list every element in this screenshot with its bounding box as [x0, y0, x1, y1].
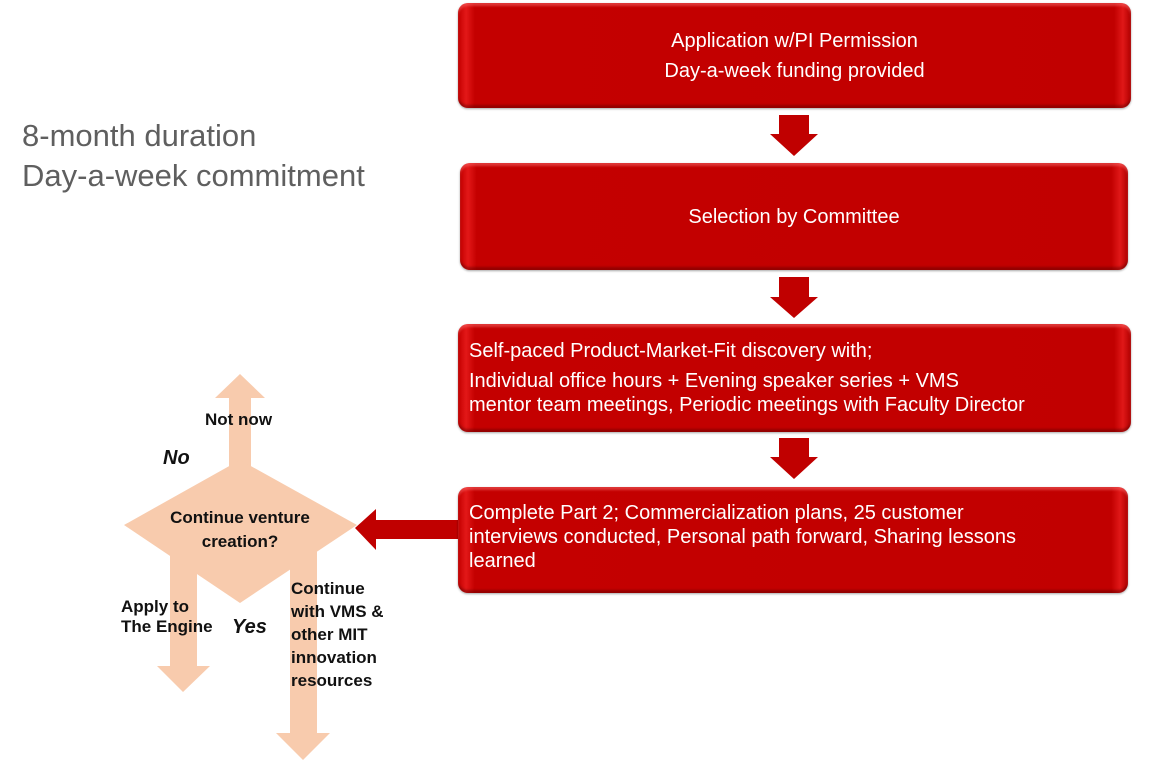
- apply-engine-line-2: The Engine: [121, 617, 213, 636]
- not-now-label: Not now: [205, 410, 273, 429]
- step-complete-part-2: Complete Part 2; Commercialization plans…: [458, 487, 1128, 593]
- decision-question: Continue venture creation?: [140, 506, 340, 554]
- continue-vms-arrow-down: [276, 540, 330, 760]
- commitment-text: Day-a-week commitment: [22, 158, 365, 193]
- continue-vms-line-4: innovation: [291, 648, 377, 667]
- step-complete-line-2: interviews conducted, Personal path forw…: [469, 526, 1016, 548]
- step-discovery: Self-paced Product-Market-Fit discovery …: [458, 324, 1131, 432]
- step-application-line-2: Day-a-week funding provided: [664, 59, 925, 82]
- apply-engine-line-1: Apply to: [121, 597, 189, 616]
- duration-text: 8-month duration: [22, 118, 257, 153]
- apply-engine-label: Apply to The Engine: [121, 597, 213, 637]
- step-discovery-line-2: Individual office hours + Evening speake…: [469, 370, 959, 392]
- step-discovery-line-3: mentor team meetings, Periodic meetings …: [469, 394, 1025, 416]
- flow-arrow-down-2: [770, 277, 818, 318]
- step-discovery-line-1: Self-paced Product-Market-Fit discovery …: [469, 340, 873, 362]
- continue-vms-line-2: with VMS &: [291, 602, 384, 621]
- yes-label: Yes: [232, 616, 267, 638]
- flow-arrow-left: [355, 509, 458, 550]
- not-now-arrow-up: [215, 374, 265, 470]
- decision-question-line-1: Continue venture: [170, 508, 310, 527]
- continue-vms-line-5: resources: [291, 671, 373, 690]
- continue-vms-line-1: Continue: [291, 579, 365, 598]
- program-summary: 8-month duration Day-a-week commitment: [22, 116, 365, 196]
- continue-vms-label: Continue with VMS & other MIT innovation…: [291, 577, 384, 692]
- flow-arrow-down-1: [770, 115, 818, 156]
- no-label: No: [163, 447, 190, 469]
- apply-engine-arrow-down: [157, 540, 210, 692]
- step-application-line-1: Application w/PI Permission: [671, 29, 918, 52]
- flow-arrow-down-3: [770, 438, 818, 479]
- step-application: Application w/PI Permission Day-a-week f…: [458, 3, 1131, 108]
- step-selection: Selection by Committee: [460, 163, 1128, 270]
- continue-vms-line-3: other MIT: [291, 625, 368, 644]
- step-complete-line-1: Complete Part 2; Commercialization plans…: [469, 502, 964, 524]
- decision-diamond: [124, 460, 357, 603]
- step-complete-line-3: learned: [469, 550, 536, 572]
- decision-question-line-2: creation?: [201, 532, 279, 551]
- step-selection-line-1: Selection by Committee: [688, 205, 900, 228]
